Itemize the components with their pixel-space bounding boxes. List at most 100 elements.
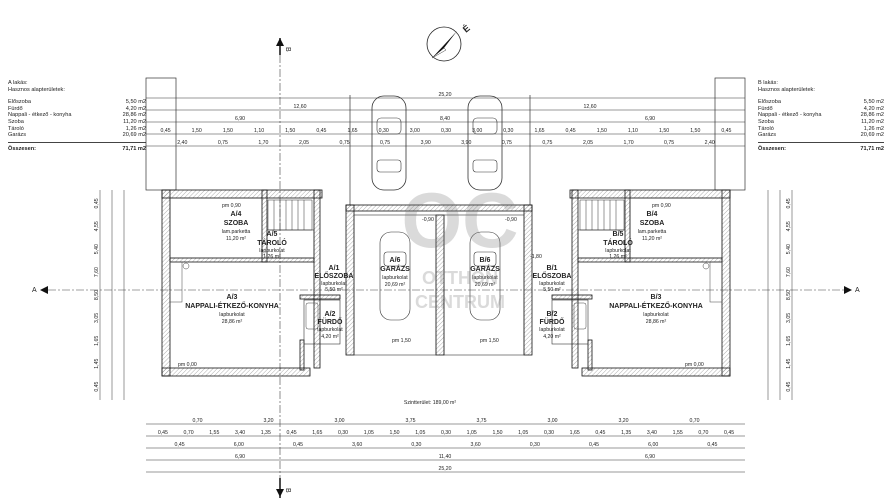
dimension-text: 0,45 — [595, 430, 605, 436]
dimension-text: 0,30 — [379, 128, 389, 134]
dim-bottom: 6,90 — [235, 454, 245, 460]
room-name: SZOBA — [640, 220, 665, 227]
room-lines — [169, 197, 723, 356]
dimension-text: 0,75 — [218, 140, 228, 146]
room-code: B/2 — [547, 311, 558, 318]
legend-room-area: 1,26 m2 — [125, 125, 146, 132]
floor-area-label: Szintterület: 189,00 m² — [404, 400, 456, 406]
legend-room-area: 5,50 m2 — [125, 99, 146, 106]
room-code: B/6 — [480, 257, 491, 264]
dimension-text: 0,45 — [94, 381, 100, 391]
dimension-text: 2,05 — [299, 140, 309, 146]
legend-room-area: 4,20 m2 — [863, 105, 884, 112]
dimension-text: 3,05 — [786, 313, 792, 323]
dimension-text: 3,75 — [405, 418, 415, 424]
legend-b-subtitle: Hasznos alapterületek: — [758, 86, 815, 93]
dimension-text: 1,05 — [467, 430, 477, 436]
room-area: 4,20 m² — [543, 334, 561, 340]
dim-top: 8,40 — [440, 116, 450, 122]
dimension-text: 5,40 — [94, 244, 100, 254]
room-floor: lapburkolat — [317, 327, 343, 333]
dimension-text: 3,00 — [410, 128, 420, 134]
legend-room-area: 4,20 m2 — [125, 105, 146, 112]
room-name: GARÁZS — [380, 264, 410, 273]
room-a3: A/3 NAPPALI-ÉTKEZŐ-KONYHA lapburkolat 28… — [185, 294, 279, 325]
room-area: 4,20 m² — [321, 334, 339, 340]
legend-b-title: B lakás: — [758, 80, 778, 86]
legend-room-name: Előszoba — [758, 99, 782, 106]
dimension-text: 1,70 — [258, 140, 268, 146]
legend-room-name: Garázs — [758, 132, 777, 139]
legend-room-area: 28,86 m2 — [122, 112, 146, 119]
dimension-text: 1,35 — [261, 430, 271, 436]
dimension-text: 0,45 — [786, 381, 792, 391]
room-area: 11,20 m² — [642, 236, 662, 242]
dimension-text: 3,90 — [461, 140, 471, 146]
dimension-text: 1,10 — [254, 128, 264, 134]
dimension-text: 8,50 — [94, 290, 100, 300]
room-area: 5,50 m² — [325, 287, 343, 293]
room-area: 1,26 m² — [609, 254, 627, 260]
dim-bottom: 6,90 — [645, 454, 655, 460]
room-name: ELŐSZOBA — [315, 271, 354, 280]
dimension-lines-side — [99, 190, 793, 400]
dimension-text: 3,90 — [421, 140, 431, 146]
level-mark: -1,80 — [530, 254, 542, 260]
room-name: GARÁZS — [470, 264, 500, 273]
dimension-text: 0,30 — [441, 430, 451, 436]
dimension-text: 4,55 — [786, 221, 792, 231]
dimension-text: 0,45 — [293, 442, 303, 448]
dimension-text: 1,50 — [389, 430, 399, 436]
dimension-text: 3,20 — [618, 418, 628, 424]
room-name: FÜRDŐ — [540, 317, 565, 326]
room-code: A/1 — [329, 265, 340, 272]
north-arrow-icon: É — [426, 23, 472, 62]
room-code: B/1 — [547, 265, 558, 272]
room-a2: A/2 FÜRDŐ lapburkolat 4,20 m² — [317, 311, 343, 340]
section-a-label-right: A — [855, 287, 860, 294]
dimension-text: 1,05 — [415, 430, 425, 436]
room-floor: lapburkolat — [259, 248, 285, 254]
dimension-text: 6,00 — [648, 442, 658, 448]
dimension-text: 1,50 — [223, 128, 233, 134]
dimension-text: 0,45 — [94, 198, 100, 208]
dimension-text: 1,70 — [624, 140, 634, 146]
dimension-text: 3,00 — [472, 128, 482, 134]
room-area: 5,50 m² — [543, 287, 561, 293]
dim-side-left: 0,454,555,407,608,503,051,651,450,45 — [94, 198, 100, 391]
dimension-text: 2,40 — [177, 140, 187, 146]
dimension-text: 0,45 — [589, 442, 599, 448]
room-floor: lam.parketta — [638, 229, 667, 235]
room-floor: lapburkolat — [382, 275, 408, 281]
dimension-text: 0,45 — [287, 430, 297, 436]
stairs-icon — [579, 199, 625, 231]
kitchen-counter — [169, 261, 723, 303]
dimension-text: 1,10 — [628, 128, 638, 134]
dimension-text: 1,65 — [786, 336, 792, 346]
car-icon — [371, 95, 407, 191]
room-a1: A/1 ELŐSZOBA lapburkolat 5,50 m² — [315, 265, 354, 293]
dimension-text: 0,45 — [707, 442, 717, 448]
room-b3: B/3 NAPPALI-ÉTKEZŐ-KONYHA lapburkolat 28… — [609, 294, 703, 325]
dimension-text: 3,20 — [263, 418, 273, 424]
dimension-text: 0,45 — [721, 128, 731, 134]
legend-room-area: 11,20 m2 — [861, 118, 884, 125]
legend-total-label: Összesen: — [8, 145, 36, 152]
legend-room-name: Előszoba — [8, 99, 32, 106]
room-name: TÁROLÓ — [603, 238, 633, 247]
room-floor: lapburkolat — [539, 281, 565, 287]
level-mark: -0,90 — [422, 217, 434, 223]
dimension-text: 1,35 — [621, 430, 631, 436]
room-name: ELŐSZOBA — [533, 271, 572, 280]
room-name: FÜRDŐ — [318, 317, 343, 326]
dimension-text: 0,30 — [338, 430, 348, 436]
dim-top: 6,90 — [645, 116, 655, 122]
dimension-text: 0,30 — [441, 128, 451, 134]
level-mark: -0,90 — [505, 217, 517, 223]
dimension-text: 1,50 — [192, 128, 202, 134]
dimension-text: 1,45 — [786, 359, 792, 369]
